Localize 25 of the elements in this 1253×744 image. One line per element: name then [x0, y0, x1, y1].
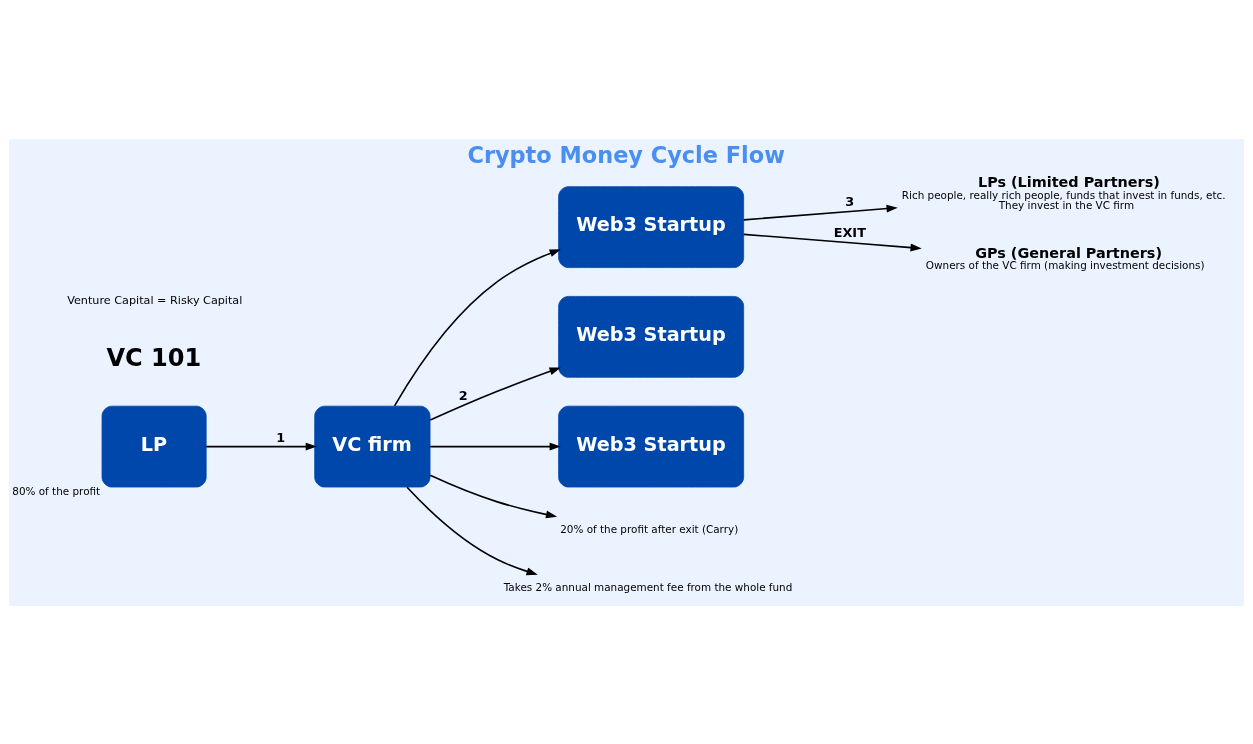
edge-label: 3 — [845, 193, 855, 209]
node-box: Web3 Startup — [558, 185, 745, 268]
node-text: 20% of the profit after exit (Carry) — [560, 522, 739, 535]
arrow — [205, 442, 317, 451]
label: Venture Capital = Risky Capital — [67, 293, 243, 307]
arrow — [406, 485, 538, 575]
node-box: VC firm — [314, 405, 431, 487]
node-label: 80% of the profit — [12, 484, 101, 497]
node-box: Web3 Startup — [558, 405, 745, 487]
arrow — [429, 366, 561, 421]
arrow — [393, 248, 561, 407]
node-text: GPs (General Partners) Owners of the VC firm (making investment decisions) — [925, 244, 1205, 271]
node-text: Takes 2% annual management fee from the whole fund — [503, 580, 793, 593]
node-box: Web3 Startup — [558, 295, 745, 378]
arrow — [743, 233, 922, 251]
arrow — [743, 204, 898, 221]
edge-label: 2 — [458, 387, 468, 403]
edge-label: 1 — [276, 429, 286, 445]
node-text: LPs (Limited Partners) Rich people, really rich people, funds that invest in funds, etc. They invest in the VC firm — [901, 173, 1226, 211]
edge-label: EXIT — [833, 224, 866, 240]
label: VC 101 — [106, 343, 202, 372]
diagram-title: Crypto Money Cycle Flow — [467, 141, 785, 168]
arrow — [429, 474, 558, 518]
arrow — [429, 442, 561, 451]
node-box: LP — [101, 405, 207, 487]
